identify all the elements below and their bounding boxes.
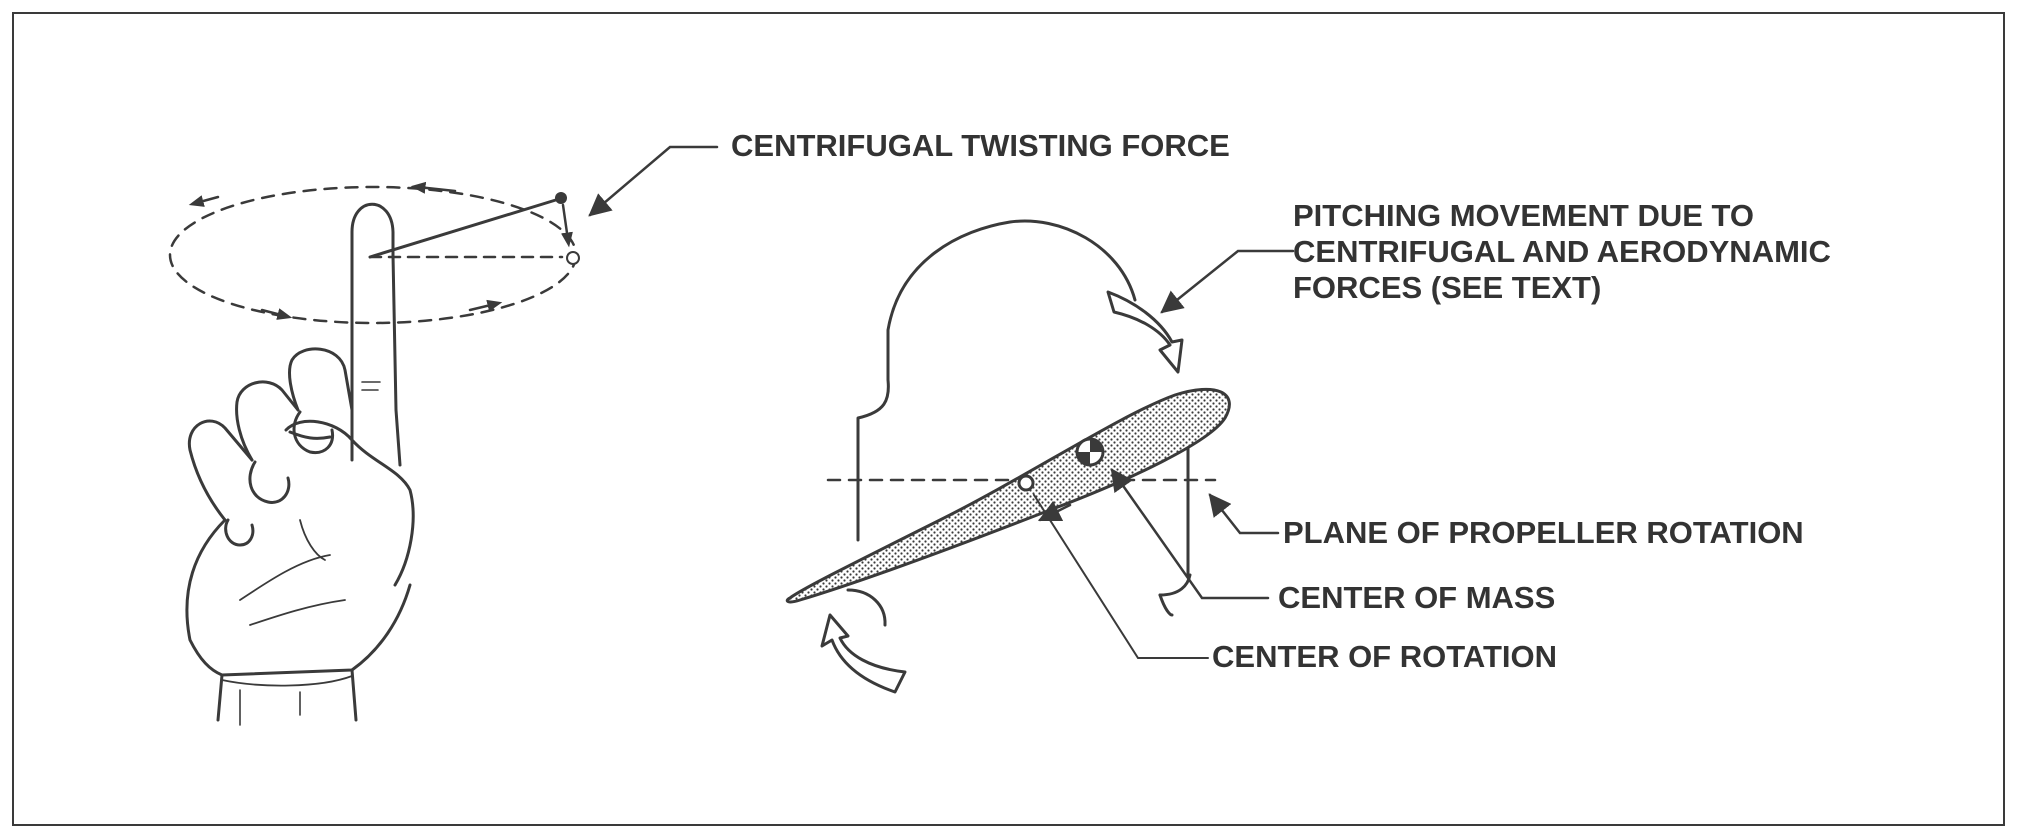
label-centrifugal-twisting-force: CENTRIFUGAL TWISTING FORCE bbox=[731, 128, 1230, 163]
center-of-rotation-marker bbox=[1017, 474, 1035, 492]
leader-arrow-icon bbox=[588, 145, 1295, 659]
curved-arrow-icon bbox=[820, 290, 1184, 694]
ring-finger bbox=[235, 380, 300, 462]
label-pitching-movement-line-3: FORCES (SEE TEXT) bbox=[1293, 270, 1602, 305]
palm bbox=[185, 518, 412, 677]
label-center-of-rotation: CENTER OF ROTATION bbox=[1212, 639, 1557, 674]
label-pitching-movement-line-2: CENTRIFUGAL AND AERODYNAMIC bbox=[1293, 234, 1831, 269]
label-plane-of-propeller-rotation: PLANE OF PROPELLER ROTATION bbox=[1283, 515, 1804, 550]
airfoil-section bbox=[785, 387, 1231, 604]
label-pitching-movement-line-1: PITCHING MOVEMENT DUE TO bbox=[1293, 198, 1755, 233]
label-center-of-mass: CENTER OF MASS bbox=[1278, 580, 1556, 615]
little-finger bbox=[187, 419, 254, 522]
propeller-blade-section bbox=[785, 219, 1231, 604]
thumb bbox=[284, 419, 415, 587]
blade-outline bbox=[856, 219, 1137, 542]
label-pitching-movement: PITCHING MOVEMENT DUE TO CENTRIFUGAL AND… bbox=[1293, 198, 1831, 306]
index-finger bbox=[350, 202, 402, 467]
hand-illustration bbox=[168, 181, 580, 726]
center-of-mass-marker bbox=[1075, 437, 1105, 467]
figure-frame bbox=[12, 12, 2005, 826]
middle-finger bbox=[288, 347, 354, 412]
